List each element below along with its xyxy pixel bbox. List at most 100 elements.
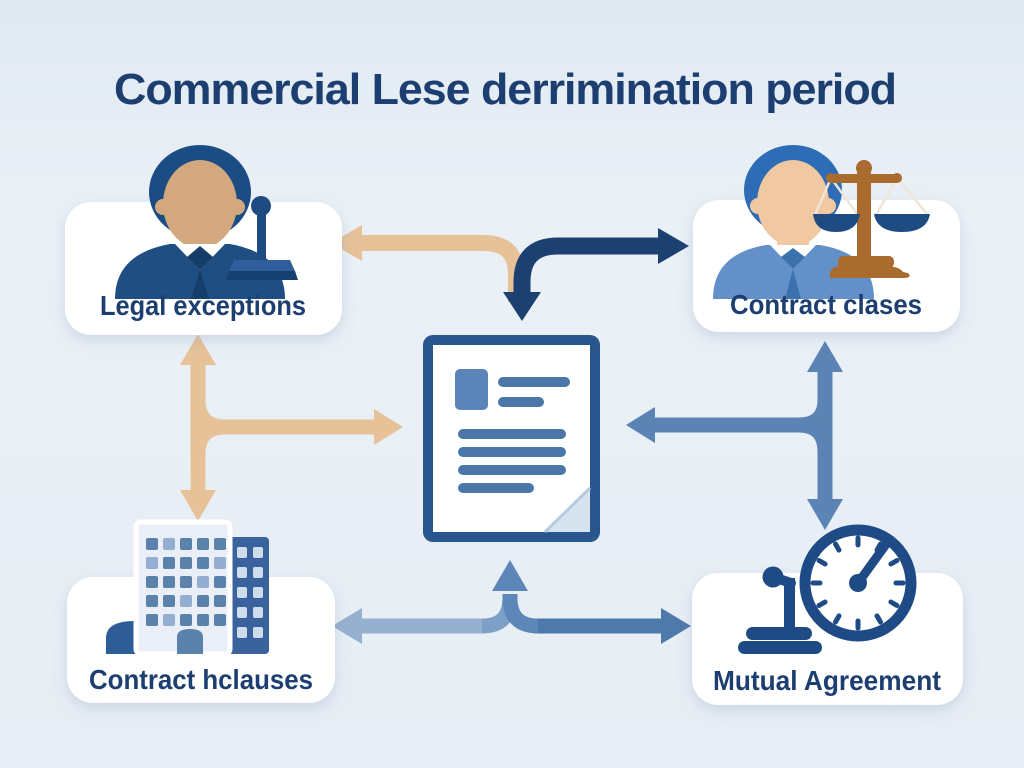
document-fold-line — [543, 486, 592, 534]
arrow-hub-bottom — [332, 560, 691, 644]
window — [163, 576, 175, 588]
window — [214, 614, 226, 626]
arrow-shaft — [190, 419, 227, 455]
window — [197, 576, 209, 588]
person-with-microphone-icon — [115, 145, 298, 299]
clock-tick — [816, 599, 828, 608]
document-text-line — [458, 483, 534, 493]
scales-pan — [874, 214, 930, 232]
scales-string — [813, 177, 833, 216]
window — [146, 538, 158, 550]
document-text-line — [458, 465, 566, 475]
stand-base — [746, 627, 812, 640]
scales-pan — [813, 214, 860, 232]
person-tie — [187, 246, 213, 270]
window — [214, 557, 226, 569]
window — [163, 595, 175, 607]
window — [237, 607, 247, 618]
scales-string — [896, 177, 929, 216]
main-building-windows — [146, 538, 226, 626]
window — [197, 595, 209, 607]
window — [180, 538, 192, 550]
window — [163, 614, 175, 626]
label-mutual-agreement: Mutual Agreement — [713, 665, 941, 696]
window — [146, 595, 158, 607]
window — [253, 567, 263, 578]
document-text-line — [458, 447, 566, 457]
arrow-shaft — [513, 237, 662, 296]
gavel-stand-and-clock-icon — [738, 524, 917, 654]
label-contract-hclauses: Contract hclauses — [89, 664, 313, 695]
clock-tick — [833, 613, 842, 625]
arrowhead-up — [807, 341, 843, 372]
window — [146, 557, 158, 569]
arrowhead-right — [374, 409, 403, 445]
window — [214, 595, 226, 607]
window — [180, 557, 192, 569]
stand-base — [738, 641, 822, 654]
window — [253, 607, 263, 618]
label-legal-exceptions: Legal exceptions — [100, 290, 306, 321]
document-text-line — [498, 397, 544, 407]
person-tie — [191, 270, 209, 299]
arrowhead-up — [492, 560, 528, 591]
window — [253, 547, 263, 558]
window — [253, 587, 263, 598]
document-icon — [423, 335, 600, 542]
document-text-line — [498, 377, 570, 387]
window — [180, 576, 192, 588]
arrow-hub-left — [180, 334, 403, 521]
arrow-shaft — [797, 417, 833, 453]
window — [146, 614, 158, 626]
window — [237, 627, 247, 638]
arrowhead-right — [658, 228, 689, 264]
arrowhead-down — [503, 292, 541, 321]
microphone-stand — [257, 212, 266, 260]
clock-tick — [874, 613, 883, 625]
window — [163, 538, 175, 550]
person-face — [757, 160, 829, 246]
diagram-title: Commercial Lese derrimination period — [114, 65, 896, 114]
arrowhead-left — [626, 407, 655, 443]
window — [237, 587, 247, 598]
arrow-hub-right — [626, 341, 843, 530]
arrowhead-left — [332, 608, 362, 644]
label-contract-clases: Contract clases — [730, 289, 922, 320]
window — [253, 627, 263, 638]
stand-pole — [784, 578, 795, 630]
arrow-top-right-to-center — [503, 228, 689, 321]
microphone-head — [251, 196, 271, 216]
window — [197, 538, 209, 550]
arrowhead-down — [180, 490, 216, 521]
office-buildings-icon — [106, 519, 269, 657]
microphone-base — [226, 271, 298, 280]
tall-building-windows — [237, 547, 263, 638]
document-text-line — [458, 429, 566, 439]
window — [237, 567, 247, 578]
scales-beam-end — [892, 173, 902, 183]
scales-string — [874, 177, 899, 216]
arrowhead-left — [331, 225, 362, 261]
clock-tick — [816, 558, 828, 567]
clock-tick — [833, 541, 842, 553]
scales-base — [838, 256, 894, 268]
window — [180, 595, 192, 607]
scales-string — [829, 177, 860, 216]
window — [197, 557, 209, 569]
arrowhead-right — [661, 608, 691, 644]
clock-tick — [888, 599, 900, 608]
window — [197, 614, 209, 626]
microphone-base — [229, 260, 295, 271]
window — [214, 538, 226, 550]
window — [180, 614, 192, 626]
person-with-scales-icon — [713, 145, 930, 299]
scales-of-justice-icon — [813, 160, 930, 278]
arrowhead-up — [180, 334, 216, 365]
window — [237, 547, 247, 558]
document-photo-block — [455, 369, 488, 410]
scales-beam-end — [826, 173, 836, 183]
scales-pole — [857, 170, 871, 265]
person-tie — [781, 248, 805, 269]
